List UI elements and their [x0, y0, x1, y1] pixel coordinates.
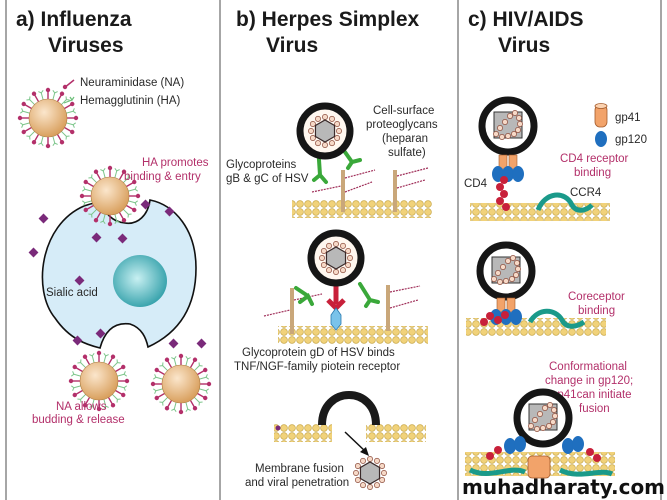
panel-hiv-aids: c) HIV/AIDS Virus gp41 gp120 CD4 recepto…: [462, 8, 665, 499]
gbgc-line1: Glycoproteins: [226, 159, 297, 171]
ccr4-label: CCR4: [570, 187, 602, 199]
fusion-line2: and viral penetration: [245, 477, 349, 489]
cd4-binding-line2: binding: [574, 167, 611, 179]
gp41-icon: [594, 103, 608, 128]
panel-c-title-line1: c) HIV/AIDS: [468, 8, 584, 31]
influenza-virion-free: [17, 87, 79, 149]
fusion-line1: Membrane fusion: [255, 463, 344, 475]
influenza-virion-binding: [79, 165, 141, 227]
proteoglycans-line3: (heparan: [382, 133, 428, 145]
panel-b-title-line1: b) Herpes Simplex: [236, 8, 420, 31]
na-annotation-line2: budding & release: [32, 414, 125, 426]
influenza-virion-released: [150, 353, 212, 415]
panel-c-title-line2: Virus: [498, 34, 550, 57]
tnf-ngf-receptor: [330, 307, 342, 331]
conformational-line3: gp41can initiate: [551, 389, 632, 401]
fused-envelope: [318, 391, 380, 426]
gbgc-line2: gB & gC of HSV: [226, 173, 309, 185]
hsv-gd-binding-step: [263, 229, 428, 344]
hsv-attachment-step: [292, 102, 432, 218]
arrow: [344, 431, 367, 453]
hiv-coreceptor-step: [466, 241, 606, 336]
hsv-fusion-step: [274, 391, 426, 490]
sialic-acid-label: Sialic acid: [46, 287, 98, 299]
legend-neuraminidase-label: Neuraminidase (NA): [80, 77, 184, 89]
ha-annotation-line2: binding & entry: [124, 171, 201, 183]
proteoglycans-line4: sulfate): [388, 147, 426, 159]
legend-gp120-label: gp120: [615, 134, 647, 146]
conformational-line4: fusion: [579, 403, 610, 415]
panel-herpes-simplex: b) Herpes Simplex Virus Cell-surface pro…: [226, 8, 438, 490]
legend-hemagglutinin-label: Hemagglutinin (HA): [80, 95, 181, 107]
proteoglycans-line2: proteoglycans: [366, 119, 438, 131]
nucleus: [113, 255, 167, 307]
gd-line2: TNF/NGF-family piotein receptor: [234, 361, 400, 373]
na-annotation-line1: NA allows: [56, 401, 107, 413]
hemagglutinin-icon: [63, 96, 75, 104]
conformational-line1: Conformational: [549, 361, 627, 373]
hiv-cd4-binding-step: [470, 96, 610, 221]
ha-annotation-line1: HA promotes: [142, 157, 209, 169]
membrane: [292, 200, 432, 218]
panel-a-title-line1: a) Influenza: [16, 8, 132, 31]
panel-a-title-line2: Viruses: [48, 34, 124, 57]
hiv-fusion-step: [465, 388, 615, 479]
coreceptor-line2: binding: [578, 305, 615, 317]
proteoglycan-core: [393, 170, 397, 212]
coreceptor-line1: Coreceptor: [568, 291, 625, 303]
gd-line1: Glycoprotein gD of HSV binds: [242, 347, 395, 359]
cd4-binding-line1: CD4 receptor: [560, 153, 629, 165]
proteoglycan-core: [341, 170, 345, 212]
watermark: muhadharaty.com: [462, 475, 665, 499]
legend-gp41-label: gp41: [615, 112, 641, 124]
gp120-icon: [595, 131, 607, 147]
panel-influenza: a) Influenza Viruses Neuraminidase (NA) …: [16, 8, 212, 426]
panel-b-title-line2: Virus: [266, 34, 318, 57]
influenza-virion-budding: [68, 350, 130, 412]
neuraminidase-icon: [62, 79, 75, 90]
proteoglycans-line1: Cell-surface: [373, 105, 434, 117]
conformational-line2: change in gp120;: [545, 375, 633, 387]
membrane: [278, 326, 428, 344]
cd4-label: CD4: [464, 178, 488, 190]
ccr4-coreceptor: [535, 192, 594, 213]
